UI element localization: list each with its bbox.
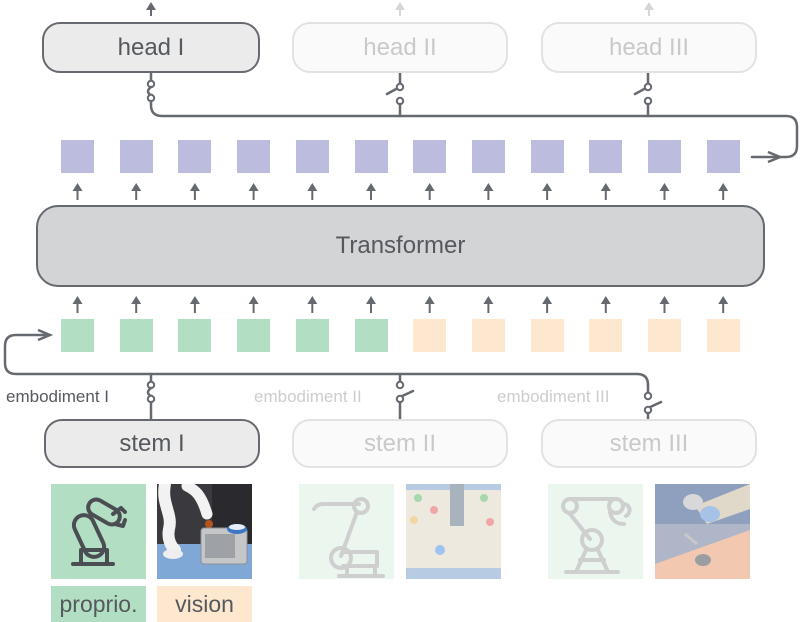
proprio-tag-label: proprio. [59, 590, 138, 617]
transformer-label: Transformer [335, 232, 466, 259]
output-token [589, 140, 623, 173]
arrow-up-icon [424, 296, 435, 304]
arrow-up-icon [542, 296, 553, 304]
embodiment-2-label: embodiment II [254, 387, 362, 406]
vision-tag: vision [157, 586, 252, 622]
arrow-up-icon [307, 296, 318, 304]
token-arrows [72, 2, 729, 313]
output-token [119, 140, 153, 173]
arrow-up-icon [659, 296, 670, 304]
bus-arrow-icon [767, 150, 784, 164]
head-2-output-arrow-icon [395, 2, 405, 10]
arrow-up-icon [366, 183, 376, 191]
head-3-switch-blade [633, 86, 648, 96]
arrow-up-icon [248, 183, 259, 191]
embodiment-1-switch-blade [146, 386, 153, 398]
proprio-token [119, 319, 153, 352]
head-3-switch-contact [643, 82, 653, 92]
arrow-up-icon [659, 183, 670, 191]
vision-tag-label: vision [175, 590, 234, 617]
vision-photo-2 [406, 484, 501, 579]
embodiment-1-label: embodiment I [6, 387, 109, 406]
output-bus-wire [149, 102, 799, 159]
head-1-box: head I [42, 22, 260, 73]
head-1-switch-blade [146, 85, 153, 97]
proprio-tile-1 [51, 484, 146, 579]
arrow-up-icon [248, 296, 259, 304]
vision-token [413, 319, 447, 352]
embodiment-2-switch-contact [395, 380, 405, 390]
vision-token [706, 319, 740, 352]
proprio-token [178, 319, 212, 352]
arrow-up-icon [718, 296, 729, 304]
embodiment-3-switch-contact [643, 391, 653, 401]
vision-token [589, 319, 623, 352]
output-token [354, 140, 388, 173]
output-token [530, 140, 564, 173]
head-3-box: head III [541, 22, 757, 73]
head-2-box: head II [292, 22, 508, 73]
output-token [471, 140, 505, 173]
arrow-up-icon [189, 296, 200, 304]
head-2-switch-contact [395, 82, 405, 92]
arrow-up-icon [131, 183, 142, 191]
head-2-label: head II [363, 33, 437, 61]
head-2-switch-blade [385, 86, 400, 96]
ur-arm-photo [655, 484, 750, 579]
arrow-up-icon [131, 296, 142, 304]
arrow-up-icon [600, 296, 611, 304]
arrow-up-icon [189, 183, 200, 191]
proprio-token [61, 319, 94, 352]
input-arrow-icon [37, 328, 54, 342]
vision-photo-3 [655, 484, 750, 579]
proprio-tag: proprio. [51, 586, 146, 622]
vision-token [471, 319, 505, 352]
head-3-output-arrow-icon [644, 2, 654, 10]
robot-arm-icon [561, 497, 632, 574]
output-token [413, 140, 447, 173]
head-1-output-arrow-icon [146, 2, 156, 10]
robot-arm-icon [312, 497, 385, 578]
stem-1-label: stem I [119, 429, 185, 457]
stem-1-box: stem I [44, 419, 260, 468]
stem-2-label: stem II [363, 429, 436, 457]
output-token [61, 140, 94, 173]
output-token [706, 140, 740, 173]
arrow-up-icon [307, 183, 318, 191]
proprio-tile-3 [548, 484, 643, 579]
output-token [178, 140, 212, 173]
head-1-label: head I [117, 33, 185, 61]
arrow-up-icon [72, 183, 83, 191]
arrow-up-icon [424, 183, 435, 191]
vision-token [648, 319, 681, 352]
robot-arm-icon [71, 497, 127, 566]
proprio-token [354, 319, 388, 352]
proprio-tile-2 [299, 484, 394, 579]
embodiment-3-label: embodiment III [497, 387, 610, 406]
blocks-table-photo [406, 484, 501, 579]
arrow-up-icon [718, 183, 729, 191]
arrow-up-icon [72, 296, 83, 304]
arrow-up-icon [600, 183, 611, 191]
vision-token [530, 319, 564, 352]
output-token [295, 140, 329, 173]
head-3-label: head III [608, 33, 690, 61]
connection-wires [3, 71, 799, 421]
vision-photo-1 [157, 484, 252, 579]
output-token [237, 140, 271, 173]
arrow-up-icon [483, 183, 494, 191]
input-bus-wire [3, 333, 650, 387]
transformer-block: Transformer [36, 205, 765, 287]
proprio-token [237, 319, 271, 352]
stem-2-box: stem II [292, 419, 508, 468]
arrow-up-icon [483, 296, 494, 304]
arrow-up-icon [366, 296, 376, 304]
robot-kitchen-photo [157, 484, 252, 579]
arrow-up-icon [542, 183, 553, 191]
stem-3-box: stem III [541, 419, 757, 468]
output-token [648, 140, 681, 173]
proprio-token [295, 319, 329, 352]
stem-3-label: stem III [609, 429, 689, 457]
